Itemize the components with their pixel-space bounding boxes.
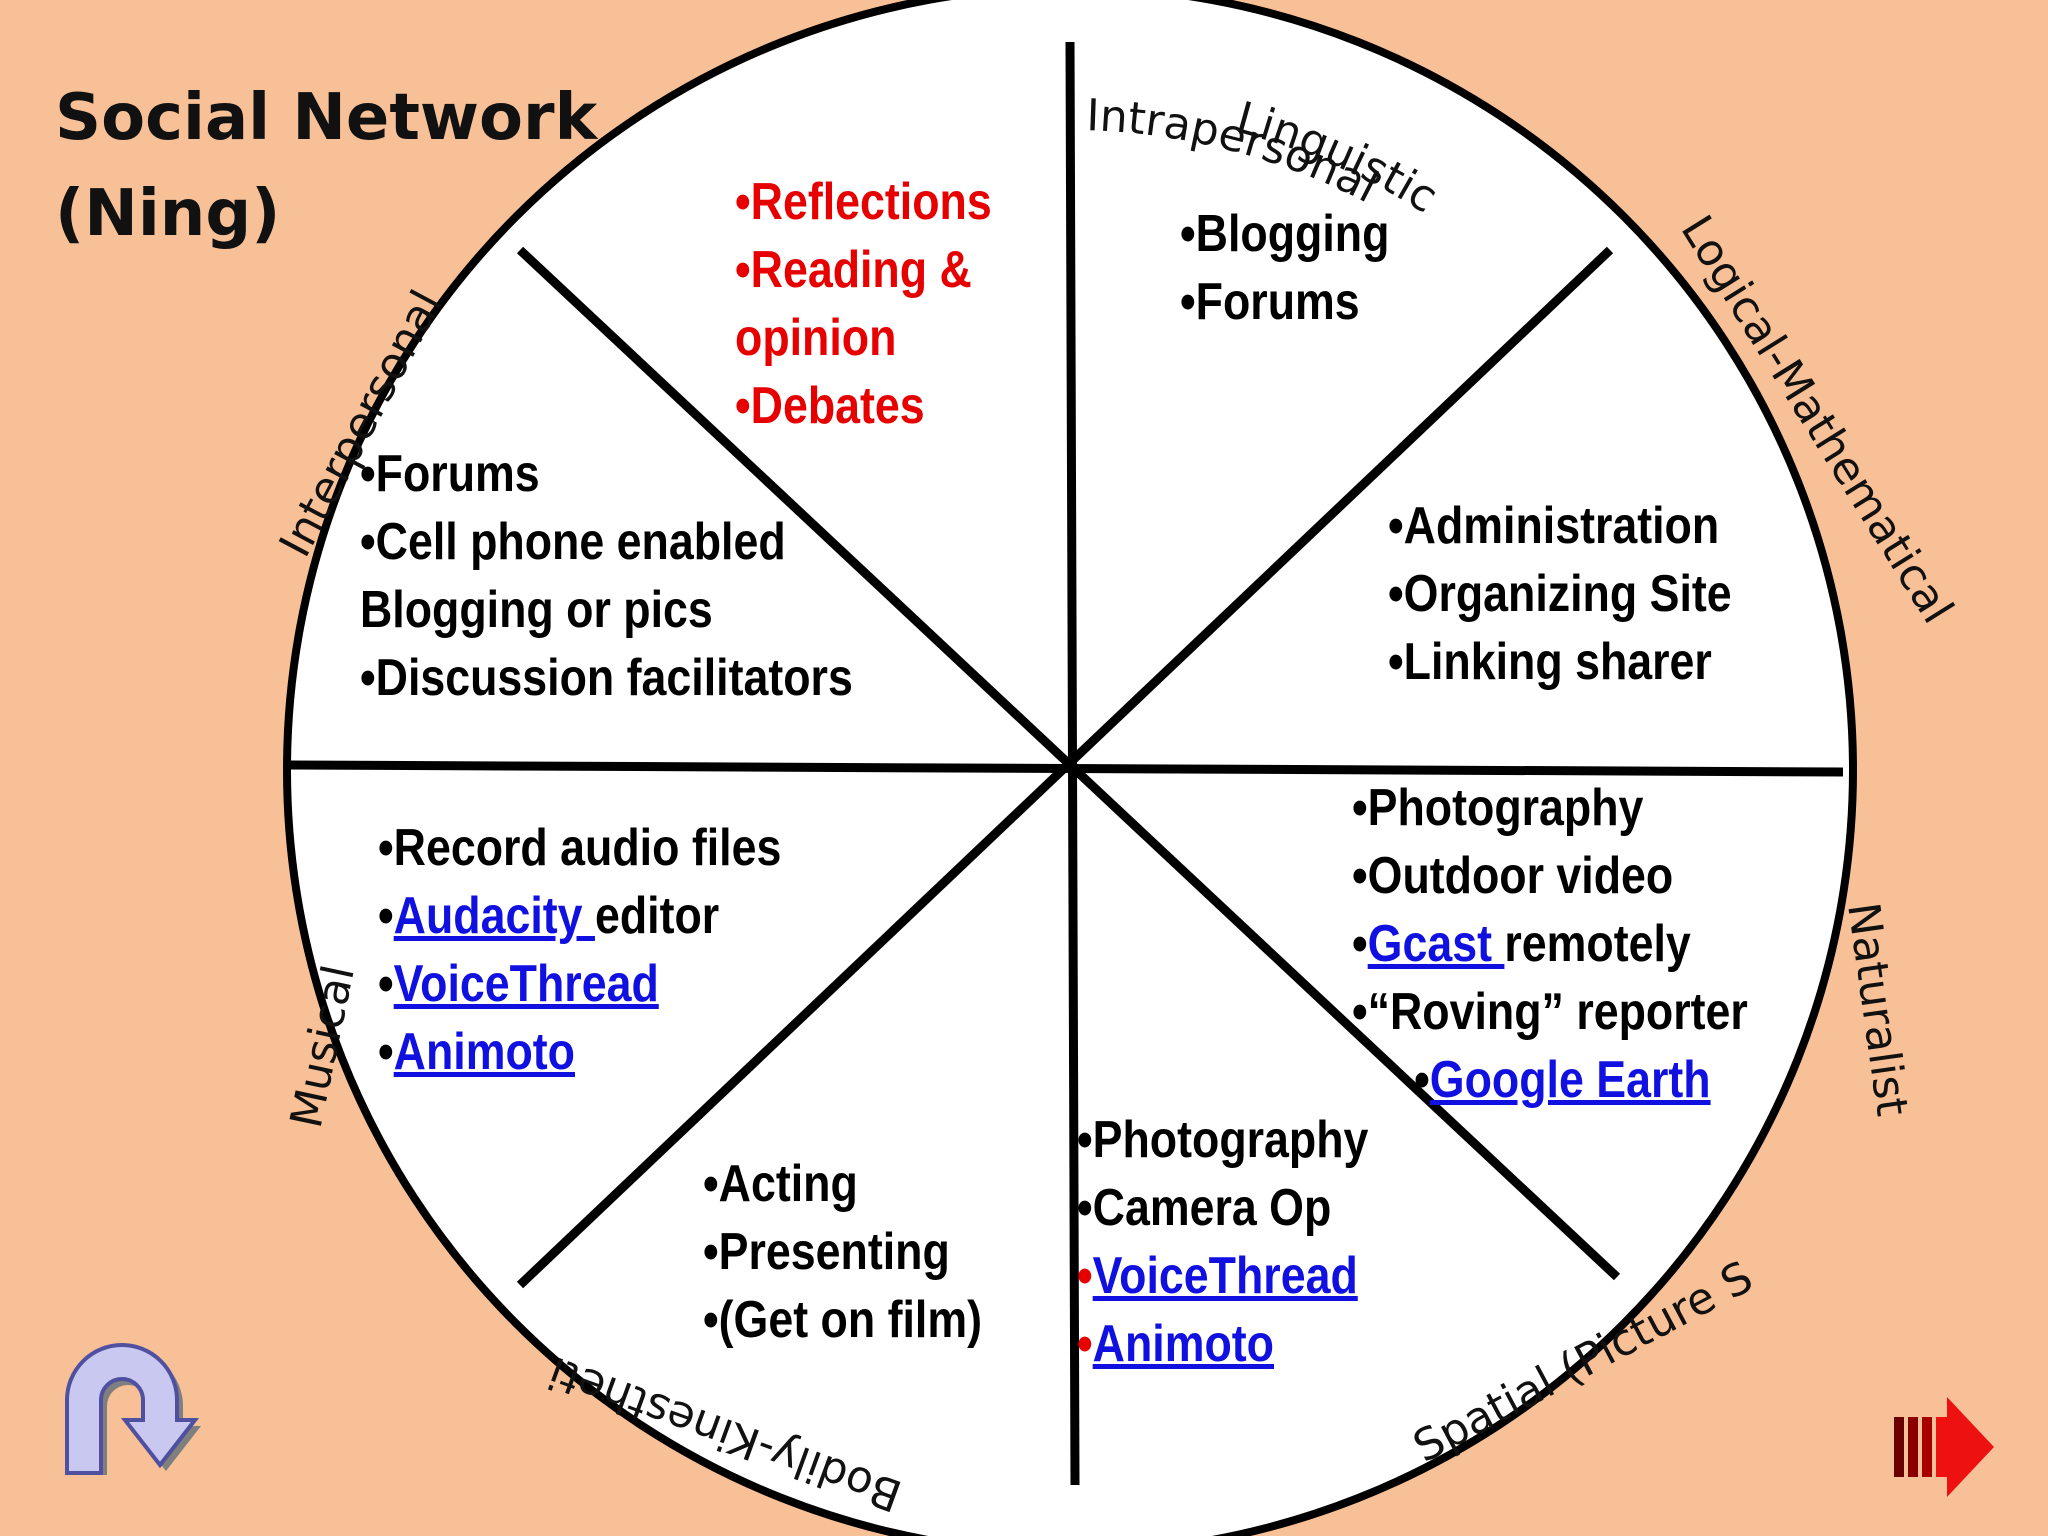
line-text: •Acting: [703, 1155, 858, 1213]
sector-line: •Photography: [1352, 774, 1748, 842]
sector-line: •Animoto: [1077, 1310, 1368, 1378]
next-arrow-icon[interactable]: [1892, 1395, 1997, 1500]
link-animoto[interactable]: Animoto: [393, 1023, 575, 1081]
line-text: •: [378, 1023, 394, 1081]
sector-line: •Outdoor video: [1352, 842, 1748, 910]
line-text: •Debates: [735, 377, 925, 435]
sector-line: •Forums: [1180, 268, 1389, 336]
sector-line: •Blogging: [1180, 200, 1389, 268]
sector-spatial: •Photography•Camera Op•VoiceThread•Animo…: [1077, 1106, 1368, 1378]
slide-title: Social Network (Ning): [55, 81, 598, 251]
sector-naturalist: •Photography•Outdoor video•Gcast remotel…: [1352, 774, 1748, 1114]
sector-line: •“Roving” reporter: [1352, 978, 1748, 1046]
line-text: •Forums: [360, 445, 540, 503]
sector-line: •Audacity editor: [378, 882, 781, 950]
sector-line: •Camera Op: [1077, 1174, 1368, 1242]
divider-diagonal-2: [516, 246, 1614, 1289]
wheel-dividers: [289, 41, 1844, 1486]
link-audacity[interactable]: Audacity: [393, 887, 595, 945]
line-text: •Camera Op: [1077, 1179, 1332, 1237]
line-text: •Discussion facilitators: [360, 649, 853, 707]
line-text: •Blogging: [1180, 205, 1390, 263]
line-text: •Record audio files: [378, 819, 782, 877]
sector-line: •Presenting: [703, 1218, 982, 1286]
sector-line: opinion: [735, 304, 992, 372]
line-text: •Photography: [1352, 779, 1644, 837]
sector-musical: •Record audio files•Audacity editor•Voic…: [378, 814, 781, 1086]
sector-line: •Animoto: [378, 1018, 781, 1086]
sector-line: •Organizing Site: [1388, 560, 1732, 628]
sector-bodily-kinesthetic: •Acting •Presenting •(Get on film): [703, 1150, 982, 1354]
sector-line: •Gcast remotely: [1352, 910, 1748, 978]
sector-line: •(Get on film): [703, 1286, 982, 1354]
line-text: •: [1352, 915, 1368, 973]
sector-line: •Debates: [735, 372, 992, 440]
line-text: Blogging or pics: [360, 581, 713, 639]
ring-label-naturalist: Naturalist: [1837, 899, 1917, 1119]
sector-line: •Record audio files: [378, 814, 781, 882]
line-text: •: [1352, 1051, 1430, 1109]
sector-line: •Cell phone enabled: [360, 508, 853, 576]
line-text: •Photography: [1077, 1111, 1369, 1169]
line-text: •Presenting: [703, 1223, 950, 1281]
sector-line: •Forums: [360, 440, 853, 508]
line-text: •(Get on film): [703, 1291, 982, 1349]
sector-logical-mathematical: •Administration •Organizing Site •Linking …: [1388, 492, 1732, 696]
line-text: •“Roving” reporter: [1352, 983, 1748, 1041]
sector-line: •Reading &: [735, 236, 992, 304]
sector-line: •VoiceThread: [1077, 1242, 1368, 1310]
sector-line: Blogging or pics: [360, 576, 853, 644]
line-text: •Reading &: [735, 241, 972, 299]
line-text: remotely: [1504, 915, 1691, 973]
sector-line: •VoiceThread: [378, 950, 781, 1018]
sector-line: •Discussion facilitators: [360, 644, 853, 712]
sector-linguistic: •Blogging •Forums: [1180, 200, 1389, 336]
line-text: •Administration: [1388, 497, 1720, 555]
line-text: opinion: [735, 309, 897, 367]
line-text: •Reflections: [735, 173, 992, 231]
sector-line: •Google Earth: [1352, 1046, 1748, 1114]
line-text: •Outdoor video: [1352, 847, 1674, 905]
link-voicethread[interactable]: VoiceThread: [1092, 1247, 1358, 1305]
sector-line: •Photography: [1077, 1106, 1368, 1174]
line-text: •: [378, 887, 394, 945]
sector-line: •Acting: [703, 1150, 982, 1218]
line-text: •Linking sharer: [1388, 633, 1712, 691]
sector-line: •Linking sharer: [1388, 628, 1732, 696]
link-animoto[interactable]: Animoto: [1092, 1315, 1274, 1373]
link-voicethread[interactable]: VoiceThread: [393, 955, 659, 1013]
sector-line: •Reflections: [735, 168, 992, 236]
sector-intrapersonal: •Reflections •Reading & opinion •Debates: [735, 168, 992, 440]
line-text: •Organizing Site: [1388, 565, 1732, 623]
line-text: •Forums: [1180, 273, 1360, 331]
sector-line: •Administration: [1388, 492, 1732, 560]
link-gcast[interactable]: Gcast: [1367, 915, 1505, 973]
return-arrow-icon[interactable]: [45, 1325, 215, 1479]
link-google-earth[interactable]: Google Earth: [1429, 1051, 1711, 1109]
line-text: •: [378, 955, 394, 1013]
line-text: •Cell phone enabled: [360, 513, 786, 571]
line-text: editor: [594, 887, 720, 945]
line-text: •: [1077, 1247, 1093, 1305]
line-text: •: [1077, 1315, 1093, 1373]
